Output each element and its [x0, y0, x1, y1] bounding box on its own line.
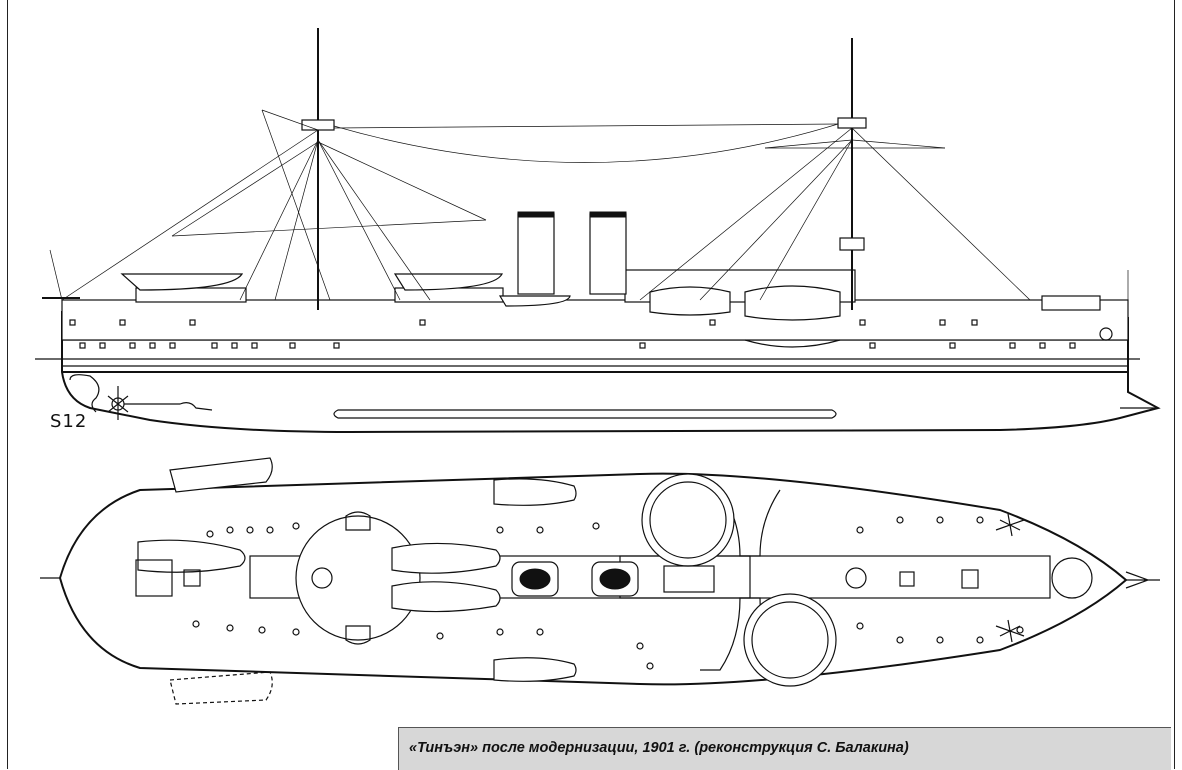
- starboard-barbette-inner: [751, 601, 829, 679]
- aft-skylight: [135, 559, 173, 597]
- drawing-code-label: S12: [50, 411, 88, 432]
- ram-bow: [1120, 391, 1159, 409]
- port-anchor: [995, 513, 1025, 537]
- fore-fighting-top: [839, 237, 865, 251]
- starboard-barbette-plan: [743, 593, 837, 687]
- caption-box: «Тинъэн» после модернизации, 1901 г. (ре…: [398, 727, 1171, 770]
- aft-boat-plan: [137, 539, 246, 573]
- conning-tower-plan: [663, 565, 715, 593]
- port-barbette-inner: [649, 481, 727, 559]
- main-mast-top: [301, 119, 335, 131]
- fore-mast-top: [837, 117, 867, 129]
- aft-hatch: [183, 569, 201, 587]
- aft-round-deckhouse: [295, 515, 421, 641]
- mid-boat-side: [393, 273, 503, 291]
- forward-skylight: [961, 569, 979, 589]
- aft-gun-sponson-upper: [345, 511, 371, 531]
- bow-point: [1125, 571, 1160, 589]
- cutter-side: [498, 295, 571, 307]
- deck-plan-outline: [58, 472, 1128, 686]
- forward-ventilator: [845, 567, 867, 589]
- frame-border-left: [7, 0, 8, 769]
- hull-side-outline: [61, 310, 1161, 434]
- propeller-blades: [107, 386, 129, 420]
- port-barbette-plan: [641, 473, 735, 567]
- aft-boat-side: [120, 273, 244, 291]
- fore-funnel-cap: [589, 211, 627, 218]
- barbette-lower-arc: [744, 339, 841, 348]
- mid-boat-plan-lower: [391, 581, 501, 613]
- aft-funnel: [517, 213, 555, 295]
- outboard-boat-upper: [169, 457, 273, 493]
- deck-scuttles: [192, 516, 1024, 670]
- outboard-boat-lower-dashed: [169, 671, 273, 705]
- aft-gun-sponson-lower: [345, 625, 371, 645]
- starboard-cutter-plan: [493, 657, 577, 682]
- port-cutter-plan: [493, 478, 577, 506]
- superstructure-side: [61, 299, 1129, 341]
- aft-funnel-cap: [517, 211, 555, 218]
- hawse-pipe: [1099, 327, 1113, 341]
- portholes-row: [69, 319, 1076, 349]
- port-barbette: [649, 286, 731, 316]
- mid-boat-plan-upper: [391, 542, 501, 574]
- aft-capstan: [311, 567, 333, 589]
- propeller-shaft: [124, 402, 213, 411]
- rigging: [49, 109, 1129, 318]
- fore-funnel-opening: [599, 568, 631, 590]
- frame-border-right: [1174, 0, 1175, 769]
- starboard-barbette: [744, 285, 841, 321]
- forward-hatch: [899, 571, 915, 587]
- aft-funnel-opening: [519, 568, 551, 590]
- starboard-anchor: [995, 619, 1025, 643]
- deck-plan: [40, 457, 1160, 705]
- fore-funnel: [589, 213, 627, 295]
- bilge-keel: [333, 409, 837, 419]
- forecastle-house: [1041, 295, 1101, 311]
- caption-text: «Тинъэн» после модернизации, 1901 г. (ре…: [409, 740, 909, 756]
- stern-rudder: [69, 374, 100, 413]
- side-elevation: [35, 28, 1161, 434]
- forward-capstan: [1051, 557, 1093, 599]
